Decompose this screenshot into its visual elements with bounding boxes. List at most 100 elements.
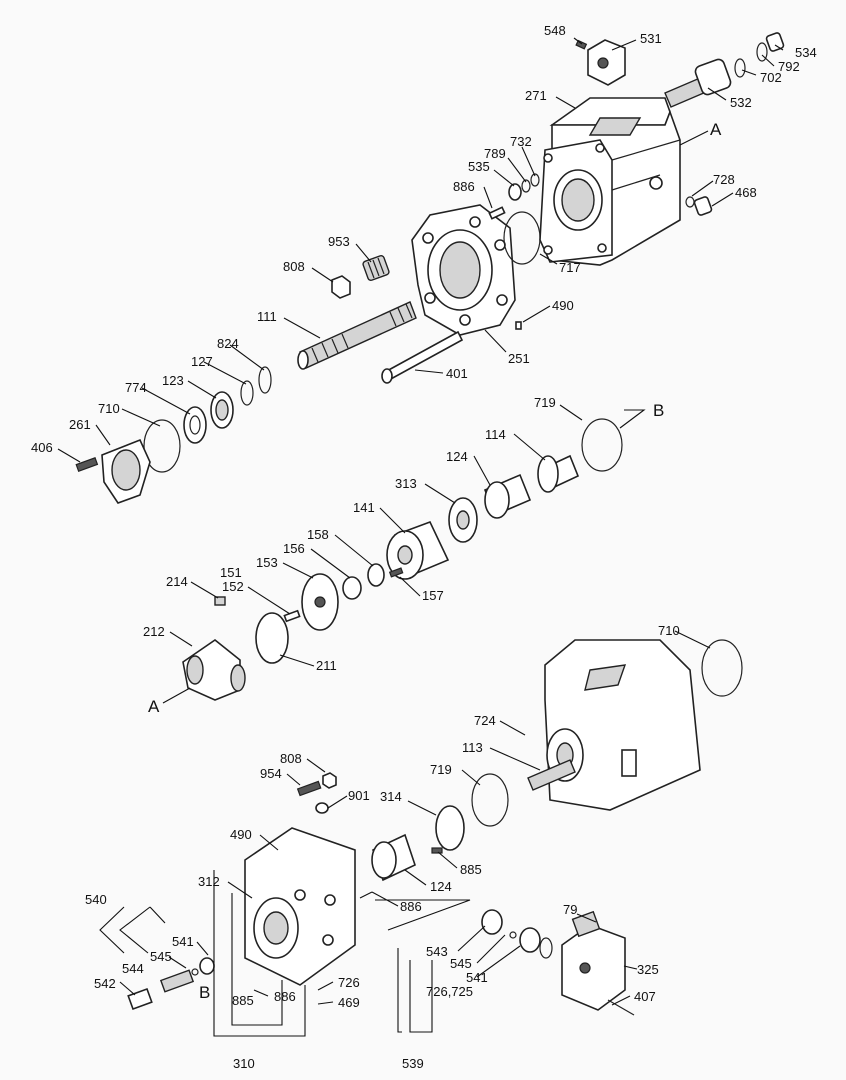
label-886-mid: 886	[400, 899, 422, 914]
label-114: 114	[485, 427, 506, 442]
label-717: 717	[559, 260, 581, 275]
label-726: 726	[338, 975, 360, 990]
label-B-bottom: B	[199, 983, 210, 1002]
label-251: 251	[508, 351, 530, 366]
oring-710-top	[143, 419, 181, 473]
label-540: 540	[85, 892, 107, 907]
oring-717	[503, 211, 541, 265]
spool-532	[664, 32, 785, 108]
shoe-plate-153	[301, 573, 339, 631]
label-271: 271	[525, 88, 547, 103]
label-214: 214	[166, 574, 188, 589]
pin-152	[283, 609, 301, 623]
label-B-top: B	[653, 401, 664, 420]
label-113: 113	[462, 740, 483, 755]
label-124-bottom: 124	[430, 879, 452, 894]
label-401: 401	[446, 366, 468, 381]
label-468: 468	[735, 185, 757, 200]
label-141: 141	[353, 500, 375, 515]
label-724: 724	[474, 713, 496, 728]
label-808-top: 808	[283, 259, 305, 274]
label-312: 312	[198, 874, 220, 889]
label-954: 954	[260, 766, 282, 781]
label-469: 469	[338, 995, 360, 1010]
shaft-113	[527, 759, 576, 791]
label-792: 792	[778, 59, 800, 74]
label-153: 153	[256, 555, 278, 570]
label-535: 535	[468, 159, 490, 174]
label-261: 261	[69, 417, 91, 432]
block-531	[575, 39, 626, 86]
block-325	[561, 910, 635, 1016]
label-728: 728	[713, 172, 735, 187]
label-A-bottom: A	[148, 697, 160, 716]
label-158: 158	[307, 527, 329, 542]
casing-271	[539, 97, 681, 266]
label-407: 407	[634, 989, 656, 1004]
label-542: 542	[94, 976, 116, 991]
valve-plate-314	[431, 805, 465, 854]
bolt-401	[381, 330, 464, 384]
label-111: 111	[257, 309, 277, 324]
label-212: 212	[143, 624, 165, 639]
plate-211	[255, 612, 289, 664]
label-774: 774	[125, 380, 147, 395]
label-325: 325	[637, 962, 659, 977]
bearing-124-bottom	[371, 833, 416, 882]
label-885-bottom: 885	[232, 993, 254, 1008]
label-79: 79	[563, 902, 577, 917]
block-312	[244, 827, 356, 986]
small-parts-156-157-158	[342, 563, 404, 600]
oring-719-top	[581, 418, 623, 472]
label-532: 532	[730, 95, 752, 110]
label-732: 732	[510, 134, 532, 149]
shaft-111	[297, 301, 417, 370]
label-545-right: 545	[450, 956, 472, 971]
label-824: 824	[217, 336, 239, 351]
label-310: 310	[233, 1056, 255, 1071]
label-808-bottom: 808	[280, 751, 302, 766]
label-886-top: 886	[453, 179, 475, 194]
leader-lines	[57, 37, 784, 1037]
label-539: 539	[402, 1056, 424, 1071]
plug-468	[685, 196, 713, 216]
swash-plate-212	[182, 639, 246, 701]
label-211: 211	[316, 658, 337, 673]
label-541-right: 541	[466, 970, 488, 985]
label-541-left: 541	[172, 934, 194, 949]
label-885-top: 885	[460, 862, 482, 877]
label-719-top: 719	[534, 395, 556, 410]
label-124-top: 124	[446, 449, 468, 464]
bolt-406	[75, 457, 99, 473]
label-406: 406	[31, 440, 53, 455]
part-labels: 548 531 534 792 702 532 271 A 732 789 53…	[31, 23, 817, 1071]
label-127: 127	[191, 354, 213, 369]
plug-953	[362, 254, 390, 282]
label-719-bottom: 719	[430, 762, 452, 777]
cover-261	[101, 438, 151, 504]
label-543: 543	[426, 944, 448, 959]
oring-710-bottom	[701, 639, 743, 697]
needle-bearing-114-124	[483, 454, 580, 519]
label-726-725: 726,725	[426, 984, 473, 999]
label-886-bottom: 886	[274, 989, 296, 1004]
label-151: 151	[220, 565, 242, 580]
bearing-123-127-824	[183, 366, 272, 444]
label-545-left: 545	[150, 949, 172, 964]
label-A-top: A	[710, 120, 722, 139]
small-parts-bottom	[481, 909, 553, 959]
label-157: 157	[422, 588, 444, 603]
label-123: 123	[162, 373, 184, 388]
label-953: 953	[328, 234, 350, 249]
label-548: 548	[544, 23, 566, 38]
label-710-bottom: 710	[658, 623, 680, 638]
label-534: 534	[795, 45, 817, 60]
label-314: 314	[380, 789, 402, 804]
oring-719-bottom	[471, 773, 509, 827]
label-901: 901	[348, 788, 370, 803]
label-152: 152	[222, 579, 244, 594]
label-702: 702	[760, 70, 782, 85]
label-490-top: 490	[552, 298, 574, 313]
valve-plate-313	[448, 497, 478, 543]
